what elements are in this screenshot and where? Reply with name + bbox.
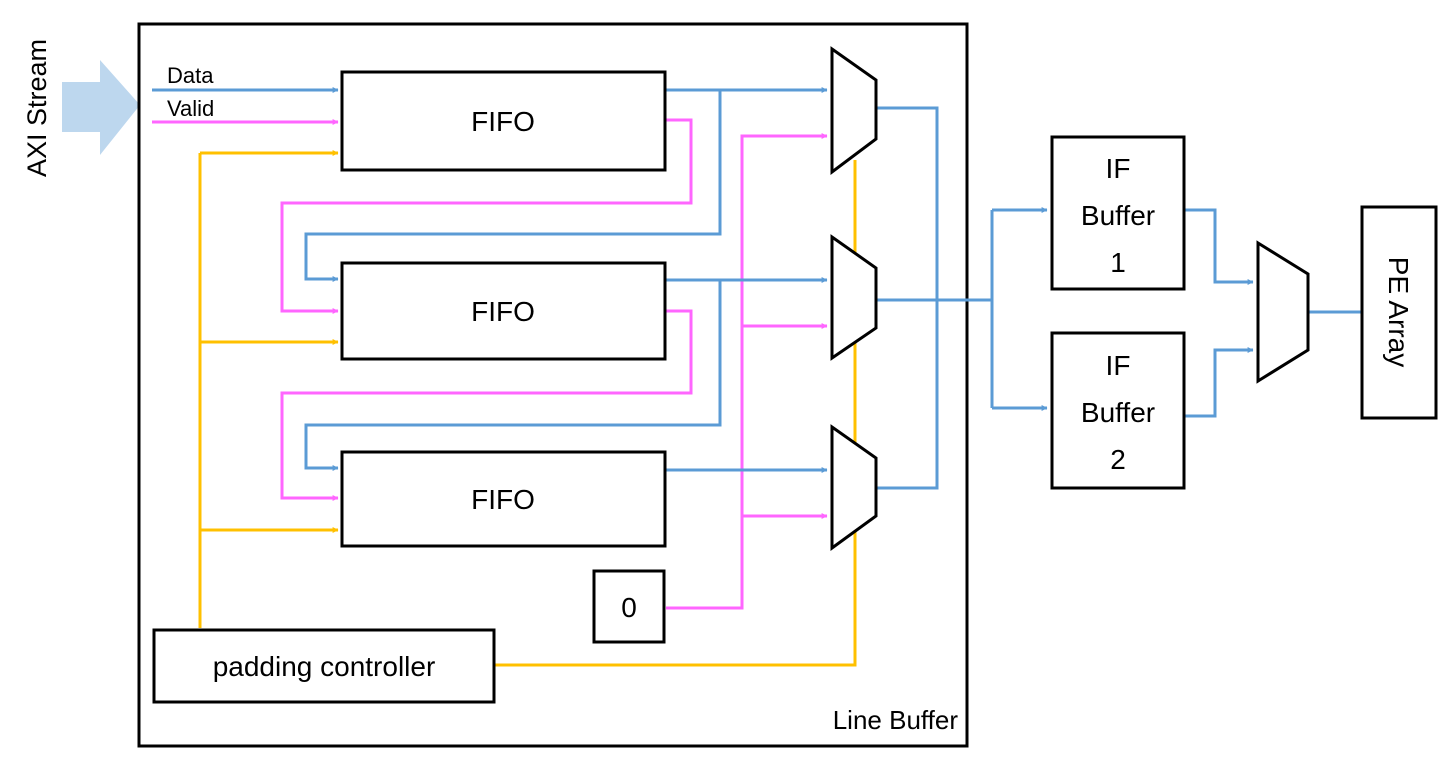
if-buffer-1-word: IF	[1106, 153, 1131, 184]
pe-array-label: PE Array	[1383, 257, 1414, 367]
if-buffer-1-number: 1	[1110, 247, 1126, 278]
axi-stream-arrow	[62, 60, 140, 155]
mux-1	[830, 46, 878, 175]
fifo-1-label: FIFO	[471, 106, 535, 137]
fifo-1: FIFO	[340, 70, 667, 172]
if-buffer-1-name: Buffer	[1081, 200, 1155, 231]
zero-label: 0	[621, 592, 637, 623]
padding-controller-label: padding controller	[213, 651, 436, 682]
line-buffer-label: Line Buffer	[833, 705, 959, 735]
padding-controller: padding controller	[152, 628, 496, 704]
if-buffer-1: IF Buffer 1	[1050, 135, 1186, 291]
zero-constant: 0	[592, 569, 666, 644]
fifo-3: FIFO	[340, 450, 667, 548]
fifo-2-label: FIFO	[471, 296, 535, 327]
if-buffer-2-name: Buffer	[1081, 397, 1155, 428]
mux-2	[830, 234, 878, 361]
mux-3	[830, 424, 878, 551]
data-wires	[152, 87, 1362, 490]
fifo-3-label: FIFO	[471, 484, 535, 515]
if-buffer-2-number: 2	[1110, 444, 1126, 475]
fifo-2: FIFO	[340, 261, 667, 361]
mux-output	[1256, 240, 1310, 384]
data-label: Data	[167, 63, 214, 88]
if-buffer-2: IF Buffer 2	[1050, 331, 1186, 490]
if-buffer-2-word: IF	[1106, 350, 1131, 381]
axi-stream-label: AXI Stream	[22, 39, 52, 177]
valid-label: Valid	[167, 96, 214, 121]
pe-array: PE Array	[1360, 205, 1438, 420]
valid-wires	[152, 118, 828, 610]
